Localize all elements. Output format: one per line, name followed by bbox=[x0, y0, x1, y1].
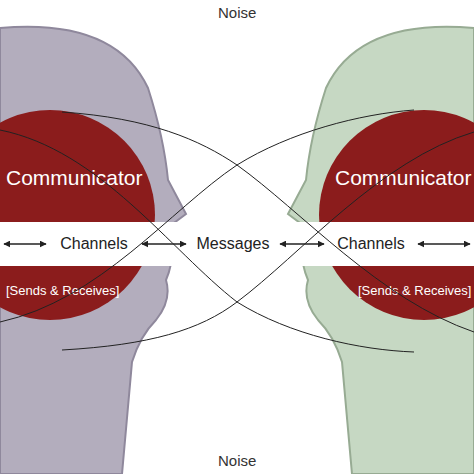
communicator-circle: Communicator [Sends & Receives] bbox=[0, 110, 155, 320]
white-band bbox=[0, 222, 474, 266]
double-arrow bbox=[418, 243, 470, 245]
noise-curve bbox=[62, 112, 474, 332]
double-arrow bbox=[280, 243, 324, 245]
channel-box: Channels bbox=[328, 232, 414, 256]
communicator-title: Communicator bbox=[335, 166, 472, 190]
double-arrow bbox=[4, 243, 46, 245]
noise-label: Noise bbox=[218, 452, 256, 469]
noise-curve bbox=[0, 110, 414, 322]
noise-label: Noise bbox=[218, 4, 256, 21]
noise-curve bbox=[0, 130, 414, 352]
role-text: [Sends & Receives] bbox=[358, 283, 471, 298]
communicator-circle: Communicator [Sends & Receives] bbox=[319, 110, 474, 320]
channel-text: Channels bbox=[328, 232, 414, 256]
communicator-title: Communicator bbox=[6, 166, 143, 190]
double-arrow bbox=[142, 243, 186, 245]
channel-text: Channels bbox=[50, 232, 138, 256]
channel-text: Messages bbox=[190, 232, 276, 256]
channel-box: Messages bbox=[190, 232, 276, 256]
channel-box: Channels bbox=[50, 232, 138, 256]
role-text: [Sends & Receives] bbox=[6, 283, 119, 298]
